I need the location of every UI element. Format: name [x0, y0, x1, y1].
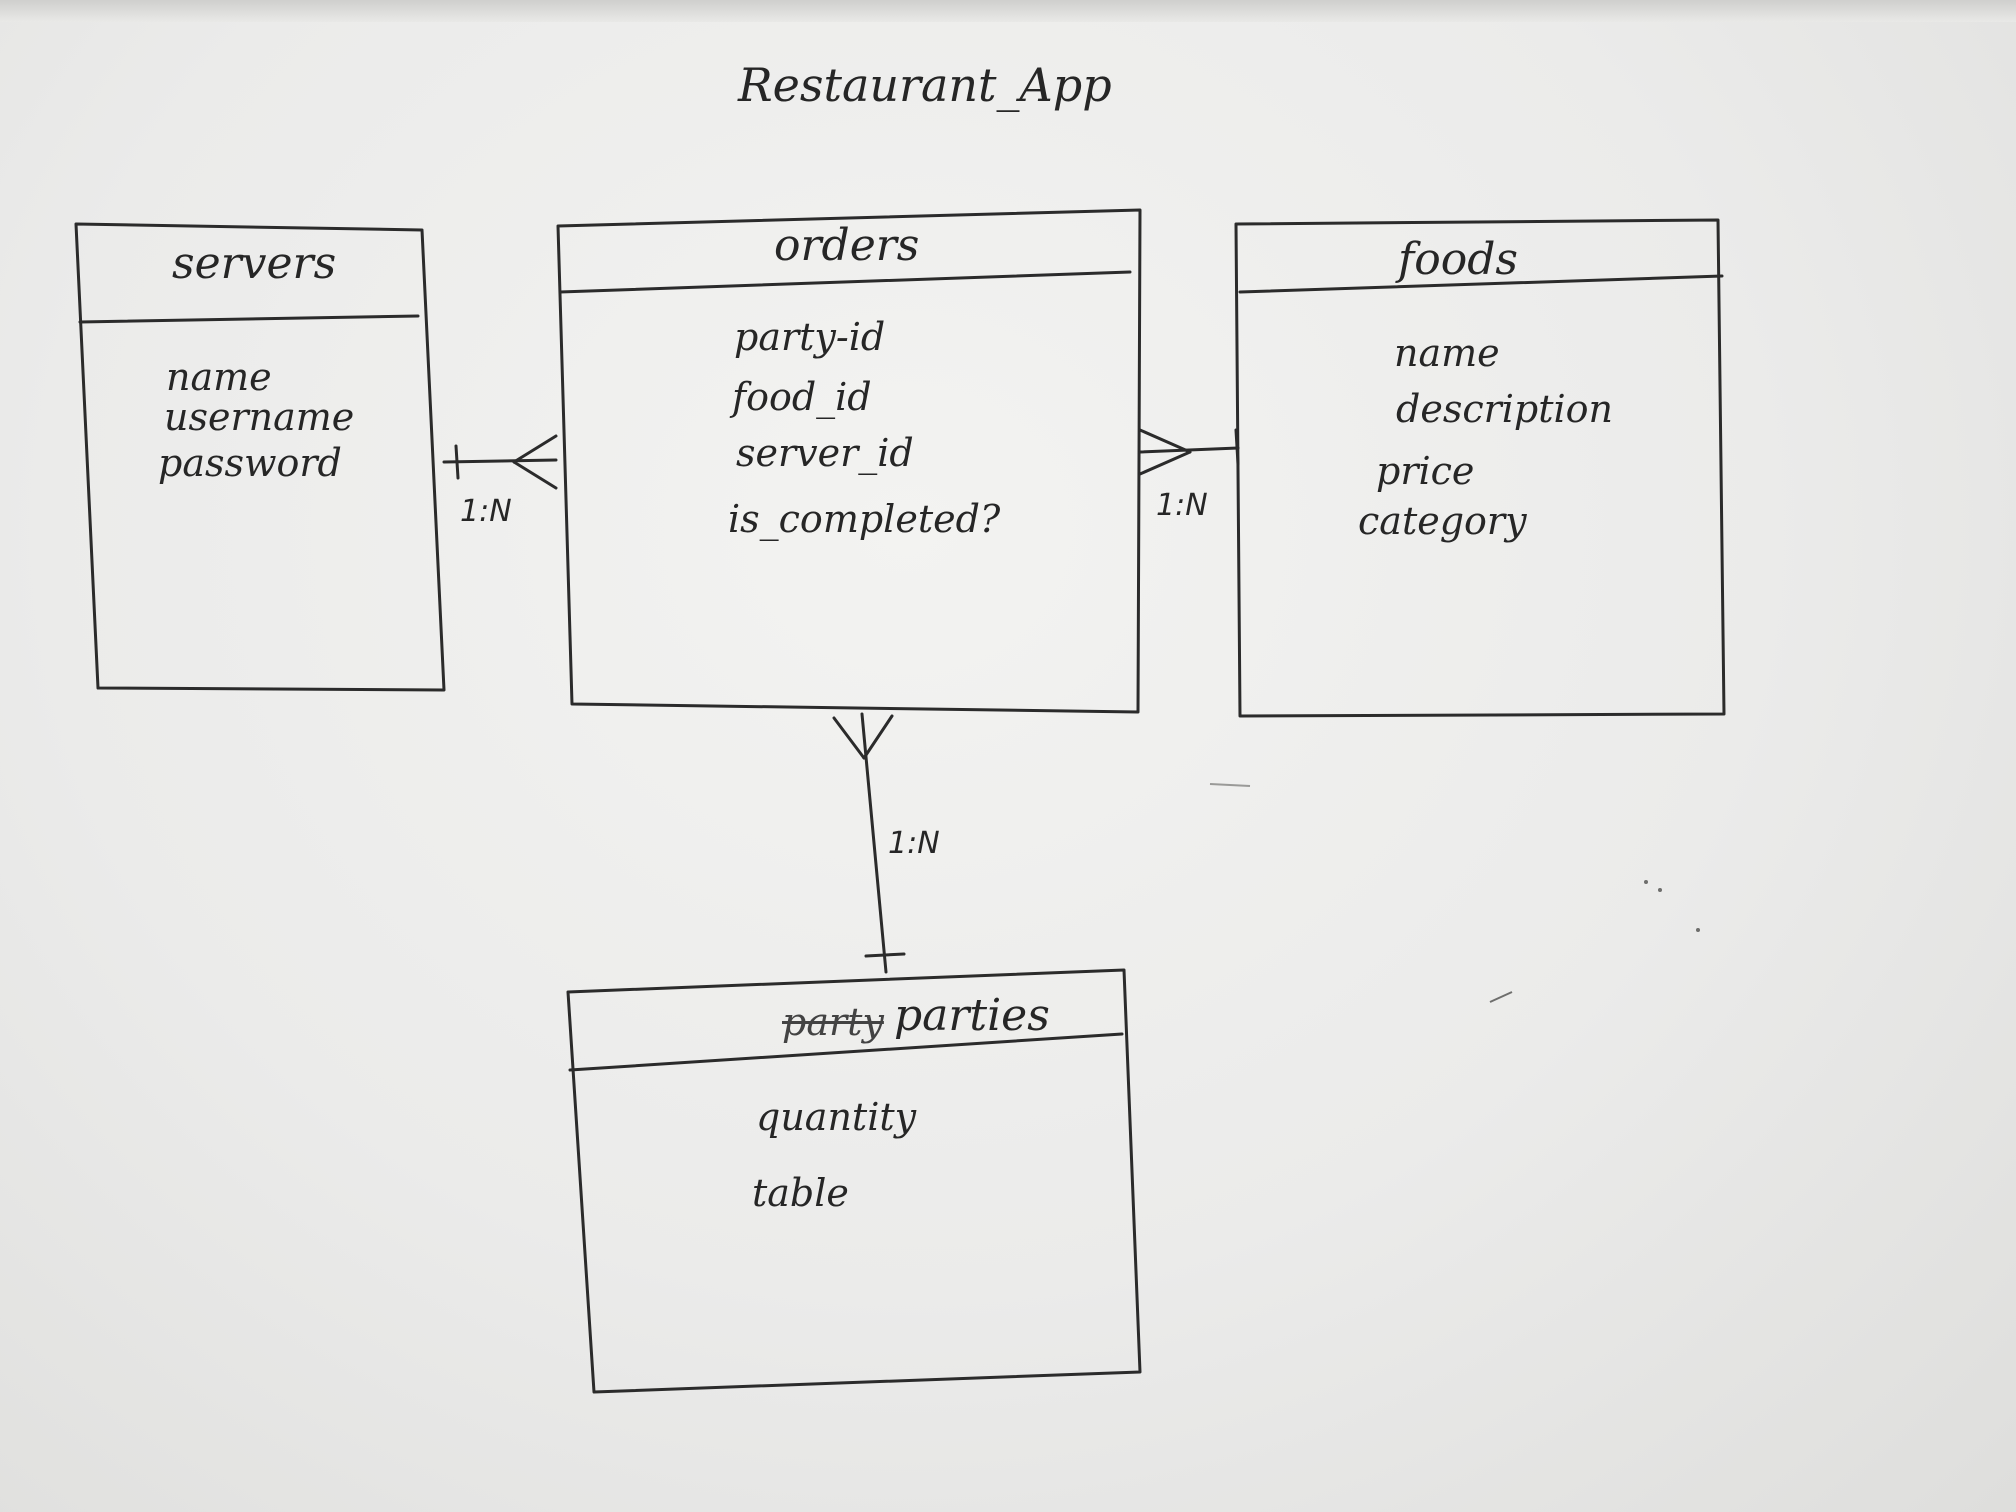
- foods-attribute: description: [1396, 387, 1614, 431]
- foods-attribute: category: [1358, 499, 1527, 543]
- servers-orders-cardinality: 1:N: [460, 494, 512, 529]
- foods-attribute: price: [1376, 449, 1475, 493]
- orders-parties-connector: [832, 712, 906, 974]
- parties-entity-title: parties: [894, 990, 1050, 1041]
- orders-attribute: party-id: [734, 315, 886, 359]
- paper-top-shadow: [0, 0, 2016, 22]
- foods-box: [1234, 218, 1726, 718]
- orders-foods-cardinality: 1:N: [1156, 488, 1208, 523]
- foods-attribute: name: [1394, 331, 1500, 375]
- orders-attribute: is_completed?: [728, 497, 1001, 541]
- servers-box: [74, 222, 446, 692]
- foods-entity-title: foods: [1398, 234, 1519, 285]
- servers-orders-connector: [442, 434, 558, 490]
- orders-foods-connector: [1138, 428, 1240, 476]
- orders-box: [556, 208, 1142, 714]
- parties-box: [566, 968, 1142, 1394]
- parties-attribute: table: [752, 1171, 849, 1215]
- orders-parties-cardinality: 1:N: [888, 826, 940, 861]
- orders-attribute: food_id: [732, 375, 872, 419]
- servers-attribute: password: [158, 441, 342, 485]
- orders-entity-title: orders: [774, 220, 920, 271]
- servers-attribute: name: [166, 355, 272, 399]
- stray-pencil-marks: [1209, 783, 1700, 1003]
- servers-entity-title: servers: [172, 238, 337, 289]
- parties-attribute: quantity: [756, 1095, 917, 1139]
- parties-crossed-out-text: party: [782, 1000, 884, 1044]
- diagram-title: Restaurant_App: [738, 58, 1112, 112]
- orders-attribute: server_id: [736, 431, 914, 475]
- servers-attribute: username: [164, 395, 355, 439]
